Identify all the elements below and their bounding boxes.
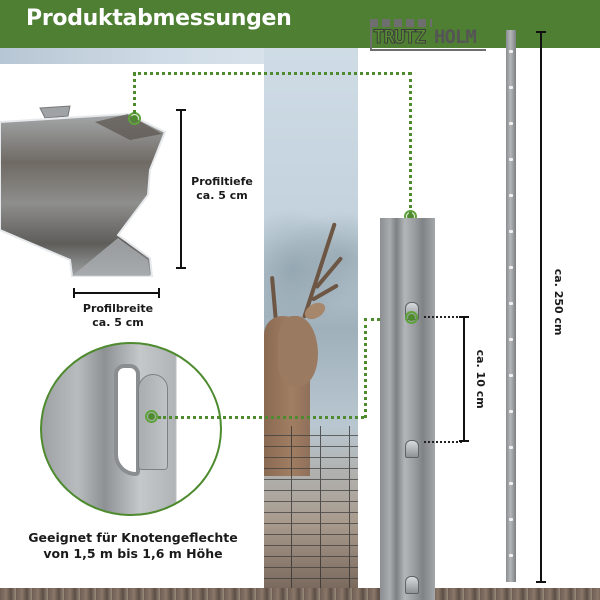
- profile-width-value: ca. 5 cm: [92, 316, 144, 330]
- post-length-label: ca. 250 cm: [552, 268, 566, 336]
- page-title: Produktabmessungen: [26, 6, 292, 31]
- profile-depth-title: Profiltiefe: [191, 175, 253, 188]
- hook-detail-zoom: [40, 342, 222, 516]
- slot-spacing-label: ca. 10 cm: [474, 349, 488, 409]
- post-hole: [509, 410, 513, 413]
- profile-depth-label: Profiltiefe ca. 5 cm: [184, 175, 260, 204]
- post-hole: [509, 302, 513, 305]
- hook-marker-dot: [145, 410, 158, 423]
- post-hole: [509, 482, 513, 485]
- connector-line: [133, 72, 411, 75]
- profile-depth-value: ca. 5 cm: [196, 189, 248, 203]
- connector-line: [364, 318, 367, 418]
- logo-battlement: [370, 19, 432, 27]
- connector-line: [133, 72, 136, 114]
- post-hook-marker-dot: [405, 311, 418, 324]
- post-hole: [509, 374, 513, 377]
- profile-cross-section-image: [0, 105, 167, 277]
- brand-logo: TRUTZ HOLM: [370, 19, 486, 53]
- header-bar: Produktabmessungen: [0, 0, 600, 48]
- deer-head: [278, 316, 318, 386]
- profile-width-bar: [73, 288, 160, 298]
- full-post-image: [506, 30, 516, 582]
- post-length-bar: [536, 31, 546, 583]
- post-hole: [509, 122, 513, 125]
- spacing-guide: [424, 441, 462, 443]
- fence-mesh: [264, 426, 360, 588]
- post-hole: [509, 230, 513, 233]
- post-hole: [509, 158, 513, 161]
- profile-width-label: Profilbreite ca. 5 cm: [68, 302, 168, 331]
- post-hole: [509, 338, 513, 341]
- hook-slot: [114, 364, 140, 476]
- spacing-guide: [424, 316, 462, 318]
- caption-line1: Geeignet für Knotengeflechte: [28, 530, 238, 545]
- post-hole: [509, 518, 513, 521]
- profile-width-title: Profilbreite: [82, 302, 154, 315]
- caption-line2: von 1,5 m bis 1,6 m Höhe: [43, 546, 223, 562]
- profile-depth-bar: [176, 109, 186, 269]
- ground-strip: [0, 588, 600, 600]
- post-hole: [509, 446, 513, 449]
- connector-line: [158, 416, 364, 419]
- logo-text-trutz: TRUTZ: [372, 26, 426, 49]
- connector-line: [409, 72, 412, 214]
- deer-photo: [264, 48, 360, 588]
- post-hole: [509, 554, 513, 557]
- caption: Geeignet für Knotengeflechte von 1,5 m b…: [20, 530, 246, 563]
- logo-frame: [370, 25, 486, 51]
- logo-text-holm: HOLM: [434, 26, 477, 48]
- post-hook: [405, 440, 419, 458]
- post-hole: [509, 266, 513, 269]
- post-segment-image: [380, 218, 435, 600]
- post-hole: [509, 86, 513, 89]
- post-hole: [509, 50, 513, 53]
- slot-spacing-bar: [459, 316, 469, 442]
- post-hole: [509, 194, 513, 197]
- post-hook: [405, 576, 419, 594]
